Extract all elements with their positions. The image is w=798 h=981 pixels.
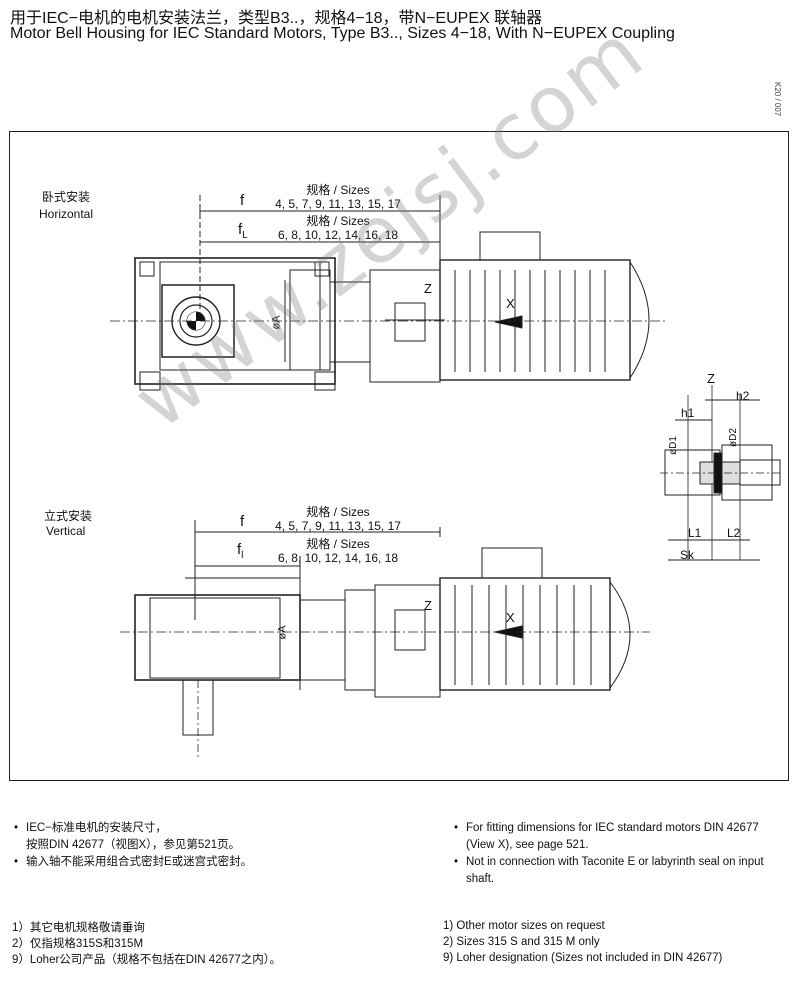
sizes-values-2-vertical: 6, 8, 10, 12, 14, 16, 18 — [277, 551, 399, 565]
note-zh-1b: 按照DIN 42677（视图X），参见第521页。 — [26, 839, 241, 851]
footnote-zh-1: 1）其它电机规格敬请垂询 — [12, 922, 145, 934]
view-x-horizontal: X — [506, 296, 515, 311]
horizontal-view — [110, 195, 665, 391]
footnotes-en: 1) Other motor sizes on request 2) Sizes… — [443, 918, 722, 966]
sizes-values-1-horizontal: 4, 5, 7, 9, 11, 13, 15, 17 — [275, 197, 401, 211]
coupling-detail — [660, 385, 781, 561]
footnote-en-1: 1) Other motor sizes on request — [443, 920, 605, 932]
footnote-zh-3: 9）Loher公司产品（规格不包括在DIN 42677之内）。 — [12, 954, 282, 966]
notes-en: For fitting dimensions for IEC standard … — [454, 820, 786, 888]
detail-h1-label: h1 — [681, 406, 695, 420]
notes-zh: IEC−标准电机的安装尺寸， 按照DIN 42677（视图X），参见第521页。… — [14, 820, 406, 871]
sizes-values-2-horizontal: 6, 8, 10, 12, 14, 16, 18 — [277, 228, 399, 242]
footnote-zh-2: 2）仅指规格315S和315M — [12, 938, 144, 950]
sizes-label-1-horizontal: 规格 / Sizes — [306, 183, 370, 197]
note-en-2: Not in connection with Taconite E or lab… — [454, 854, 786, 871]
dim-a-vertical: øA — [276, 625, 289, 640]
view-z-horizontal: Z — [424, 281, 432, 296]
sizes-label-2-vertical: 规格 / Sizes — [306, 537, 370, 551]
note-en-2b: shaft. — [466, 873, 495, 885]
detail-sk-label: Sk — [680, 548, 695, 562]
sizes-label-2-horizontal: 规格 / Sizes — [306, 214, 370, 228]
page-title-en: Motor Bell Housing for IEC Standard Moto… — [10, 25, 675, 42]
dim-fl-horizontal: fL — [238, 221, 248, 241]
vertical-view — [120, 520, 650, 760]
vertical-label-en: Vertical — [46, 524, 86, 538]
footnote-en-3: 9) Loher designation (Sizes not included… — [443, 952, 723, 964]
note-en-1b: (View X), see page 521. — [466, 839, 589, 851]
page-title-zh: 用于IEC−电机的电机安装法兰，类型B3..，规格4−18，带N−EUPEX 联… — [10, 10, 543, 27]
note-zh-2: 输入轴不能采用组合式密封E或迷宫式密封。 — [14, 854, 406, 871]
detail-d1-label: øD1 — [667, 436, 679, 455]
drawing-frame — [9, 131, 789, 781]
detail-z-label: Z — [707, 371, 715, 386]
dim-f-vertical: f — [240, 513, 245, 530]
footnote-en-2: 2) Sizes 315 S and 315 M only — [443, 936, 600, 948]
note-en-1: For fitting dimensions for IEC standard … — [454, 820, 786, 837]
detail-h2-label: h2 — [736, 389, 750, 403]
vertical-label-zh: 立式安装 — [44, 509, 93, 523]
sizes-values-1-vertical: 4, 5, 7, 9, 11, 13, 15, 17 — [275, 519, 401, 533]
detail-d2-label: øD2 — [727, 428, 739, 447]
detail-l1-label: L1 — [688, 526, 702, 540]
detail-l2-label: L2 — [727, 526, 741, 540]
horizontal-label-en: Horizontal — [39, 207, 94, 221]
dim-fl-vertical: fl — [237, 541, 244, 561]
footnotes-zh: 1）其它电机规格敬请垂询 2）仅指规格315S和315M 9）Loher公司产品… — [12, 920, 281, 968]
view-x-vertical: X — [506, 610, 515, 625]
sizes-label-1-vertical: 规格 / Sizes — [306, 505, 370, 519]
note-zh-1: IEC−标准电机的安装尺寸， — [14, 820, 406, 837]
horizontal-label-zh: 卧式安装 — [42, 190, 91, 204]
view-z-vertical: Z — [424, 598, 432, 613]
dim-f-horizontal: f — [240, 192, 245, 209]
